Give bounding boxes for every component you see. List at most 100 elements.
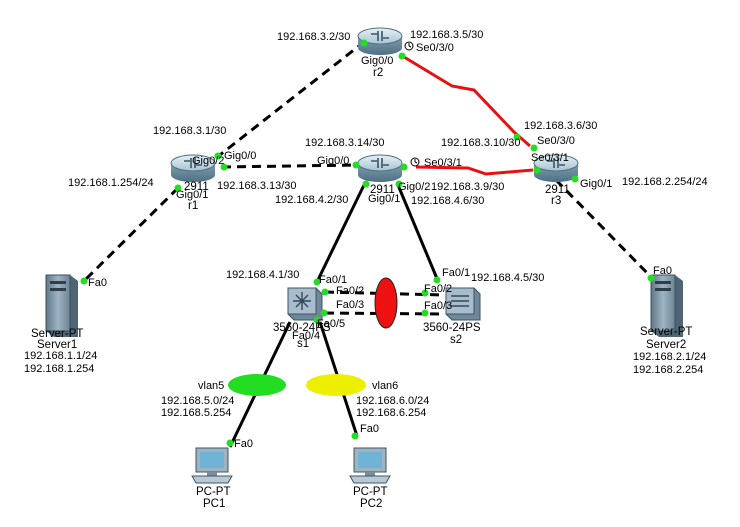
router-icon	[170, 154, 216, 182]
device-model-r1: 2911	[184, 181, 209, 193]
server-server1[interactable]	[45, 274, 78, 337]
port-dot	[313, 316, 321, 324]
device-model-s2: 3560-24PS	[423, 322, 481, 334]
router-icon	[533, 154, 579, 182]
server-icon	[45, 274, 78, 337]
link-center-r3-serial[interactable]	[415, 165, 534, 176]
port-dot	[214, 152, 222, 160]
port-dot	[421, 309, 429, 317]
link-center-s1[interactable]	[314, 184, 366, 285]
server-server2[interactable]	[650, 274, 683, 337]
pc-icon	[191, 447, 233, 484]
vlan5-oval	[228, 374, 286, 396]
link-r3-server2[interactable]	[554, 178, 657, 283]
ip-label: 192.168.3.1/30	[153, 125, 226, 137]
device-name-r2: r2	[373, 67, 383, 79]
router-r2[interactable]	[357, 27, 403, 55]
port-dot	[395, 180, 403, 188]
port-label: Gig0/2	[398, 181, 430, 193]
device-type-pc1: PC-PT	[196, 486, 231, 498]
server1-gateway: 192.168.1.254	[24, 363, 94, 375]
vlan6-network: 192.168.6.0/24	[356, 395, 429, 407]
device-model-center: 2911	[370, 184, 395, 196]
device-name-pc2: PC2	[360, 498, 382, 510]
port-dot	[362, 180, 370, 188]
link-r2-r3-serial[interactable]	[403, 55, 531, 148]
link-center-s2[interactable]	[396, 184, 440, 282]
switch-s1[interactable]	[287, 287, 323, 321]
ip-label: 192.168.4.1/30	[226, 269, 299, 281]
router-center[interactable]	[357, 154, 403, 182]
port-dot	[321, 288, 329, 296]
port-dot	[571, 175, 579, 183]
port-label: Fa0	[360, 423, 379, 435]
vlan6-gateway: 192.168.6.254	[356, 407, 426, 419]
links	[82, 40, 657, 448]
switch-s2[interactable]	[445, 287, 481, 321]
ip-label: 192.168.1.254/24	[68, 177, 154, 189]
port-dot	[220, 163, 228, 171]
vlan6-name: vlan6	[372, 380, 398, 392]
server1-ip: 192.168.1.1/24	[24, 350, 97, 362]
ip-label: 192.168.3.13/30	[217, 180, 297, 192]
link-s1-s2-fa02[interactable]	[324, 290, 445, 297]
server2-gateway: 192.168.2.254	[633, 364, 703, 376]
pc-pc2[interactable]	[349, 447, 391, 484]
link-s1-s2-fa03[interactable]	[324, 311, 445, 316]
port-dot	[421, 289, 429, 297]
port-label: Fa0/2	[424, 283, 452, 295]
ip-label: 192.168.3.6/30	[524, 120, 597, 132]
ip-label: 192.168.4.6/30	[411, 195, 484, 207]
ip-label: 192.168.4.5/30	[471, 272, 544, 284]
vlan5-gateway: 192.168.5.254	[161, 407, 231, 419]
ip-label: 192.168.3.5/30	[410, 29, 483, 41]
pc-icon	[349, 447, 391, 484]
port-dot	[533, 166, 541, 174]
vlan5-name: vlan5	[198, 380, 224, 392]
port-dot	[226, 439, 234, 447]
clock-icon	[404, 41, 414, 51]
port-label: Fa0/5	[317, 318, 345, 330]
port-label: Gig0/1	[368, 193, 400, 205]
port-label: Fa0/1	[319, 274, 347, 286]
port-dot	[80, 277, 88, 285]
router-r1[interactable]	[170, 154, 216, 182]
port-label: Fa0	[653, 265, 672, 277]
link-r1-server1[interactable]	[82, 186, 180, 283]
device-name-pc1: PC1	[203, 498, 225, 510]
port-label: Fa0/2	[336, 285, 364, 297]
server2-ip: 192.168.2.1/24	[633, 351, 706, 363]
port-dot	[513, 133, 521, 141]
router-icon	[357, 27, 403, 55]
device-model-s1: 3560-24PS	[273, 322, 331, 334]
vlan5-network: 192.168.5.0/24	[161, 395, 234, 407]
port-label: Fa0/3	[424, 300, 452, 312]
ip-label: 192.168.3.9/30	[431, 181, 504, 193]
port-dot	[360, 39, 368, 47]
device-name-r1: r1	[188, 200, 198, 212]
device-type-server2: Server-PT	[640, 326, 692, 338]
port-label: Gig0/1	[176, 189, 208, 201]
device-type-server1: Server-PT	[31, 328, 83, 340]
clock-icon	[410, 157, 420, 167]
port-label: Se0/3/1	[531, 152, 569, 164]
etherchannel-oval	[374, 277, 398, 329]
pc-pc1[interactable]	[191, 447, 233, 484]
port-label: Se0/3/0	[537, 135, 575, 147]
port-dot	[433, 276, 441, 284]
port-dot	[320, 309, 328, 317]
link-r1-center[interactable]	[221, 163, 359, 169]
router-r3[interactable]	[533, 154, 579, 182]
link-r1-r2[interactable]	[215, 40, 365, 160]
port-dot	[174, 184, 182, 192]
port-dot	[313, 278, 321, 286]
port-status-dots	[80, 39, 655, 447]
device-name-s2: s2	[450, 334, 462, 346]
ip-label: 192.168.3.2/30	[277, 31, 350, 43]
multilayer-switch-icon	[287, 287, 323, 321]
port-label: Gig0/0	[361, 55, 393, 67]
device-name-server1: Server1	[37, 339, 77, 351]
port-dot	[647, 274, 655, 282]
router-icon	[357, 154, 403, 182]
port-label: Gig0/0	[224, 150, 256, 162]
